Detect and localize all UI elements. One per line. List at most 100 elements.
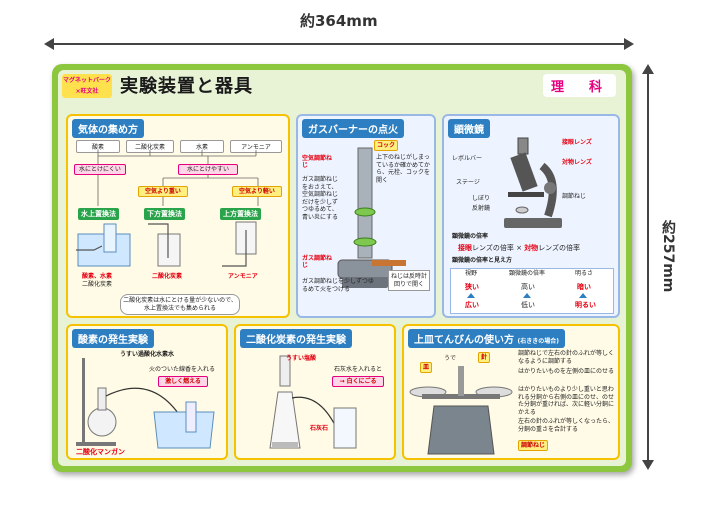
co2-apparatus-illustration — [269, 355, 357, 449]
oxygen-flame-test-b: 激しく燃える — [158, 376, 208, 388]
row2-brightness: 明るい — [575, 301, 596, 309]
result-up-gas: アンモニア — [228, 273, 258, 280]
burner-step3: ガス調節ねじを少しずつゆるめて火をつける — [302, 278, 374, 293]
balance-step3: はかりたいものより少し重いと思われる分銅から右側の皿にのせ、のせた分銅が重ければ… — [518, 386, 615, 416]
gas-panel-title: 気体の集め方 — [72, 119, 144, 138]
brand-badge: マグネットバーク ×旺文社 — [62, 74, 112, 98]
gas-screw-label: ガス調節ねじ — [302, 255, 333, 269]
limestone-label: 石灰石 — [310, 425, 329, 432]
balance-step2: はかりたいものを左側の皿にのせる — [518, 368, 615, 375]
mag-eyepiece: 接眼 — [458, 244, 472, 252]
objective-label: 対物レンズ — [562, 159, 592, 166]
col-magnification: 顕微鏡の倍率 — [509, 270, 546, 277]
width-dimension-line — [50, 43, 628, 45]
balance-panel-title: 上皿てんびんの使い方 (右ききの場合) — [408, 329, 565, 348]
eyepiece-label: 接眼レンズ — [562, 139, 592, 146]
arrow-down-icon — [642, 460, 654, 470]
lighter-label: 空気より軽い — [232, 186, 282, 198]
row1-brightness: 暗い — [577, 283, 591, 291]
microscope-illustration — [504, 137, 562, 228]
balance-step4: 左右の針のふれが等しくなったら、分銅の重さを合計する — [518, 418, 615, 433]
burner-step1: 上下のねじがしまっているか確かめてから、元栓、コックを開く — [376, 154, 431, 184]
poster-title: 実験装置と器具 — [120, 76, 253, 97]
oxygen-experiment-panel: 酸素の発生実験 うすい過酸化水素水 火のついた線香を入れる 激しく燃える 二酸化… — [66, 324, 228, 460]
view-arrows — [467, 293, 587, 298]
poster-inner: マグネットバーク ×旺文社 実験装置と器具 理 科 気体の集め方 酸素 二酸化炭… — [58, 70, 626, 466]
cock-label: コック — [374, 140, 399, 152]
water-displacement-illustration — [76, 223, 131, 267]
height-label: 約257mm — [660, 220, 676, 293]
science-poster: マグネットバーク ×旺文社 実験装置と器具 理 科 気体の集め方 酸素 二酸化炭… — [52, 64, 632, 472]
mag-times: レンズの倍率 × — [472, 244, 522, 252]
mag-objective: 対物 — [524, 244, 539, 252]
method-downward: 下方置換法 — [144, 208, 185, 220]
balance-subtitle-text: (右ききの場合) — [517, 338, 559, 345]
oxygen-reagent-text: うすい過酸化水素水 — [120, 351, 175, 358]
balance-title-text: 上皿てんびんの使い方 — [414, 335, 514, 346]
subject-label: 理 科 — [542, 74, 616, 97]
co2-acid-label: うすい塩酸 — [286, 355, 317, 362]
width-dimension-arrow — [44, 34, 634, 54]
height-dimension-arrow — [638, 64, 658, 470]
adjust-screw-label: 調節ねじ — [518, 440, 549, 452]
co2-panel-title: 二酸化炭素の発生実験 — [240, 329, 352, 348]
mag-lens: レンズの倍率 — [538, 244, 581, 252]
catalyst-label: 二酸化マンガン — [76, 448, 125, 456]
burner-step2: ガス調節ねじをおさえて、空気調節ねじだけを少しずつゆるめて、青い炎にする — [302, 176, 339, 221]
gas-collection-panel: 気体の集め方 酸素 二酸化炭素 水素 アンモニア 水にとけにくい 水にとけやすい… — [66, 114, 290, 318]
downward-displacement-illustration — [148, 223, 181, 267]
magnification-formula: 接眼レンズの倍率 × 対物レンズの倍率 — [458, 244, 580, 252]
row1-field: 狭い — [465, 283, 479, 291]
row2-field: 広い — [465, 301, 479, 309]
diaphragm-label: しぼり — [472, 195, 491, 202]
method-upward: 上方置換法 — [220, 208, 261, 220]
arrow-up-icon — [642, 64, 654, 74]
arrow-left-icon — [44, 38, 54, 50]
limewater-test-a: 石灰水を入れると — [333, 366, 382, 373]
gas-tree-lines — [97, 150, 259, 206]
co2-experiment-panel: 二酸化炭素の発生実験 うすい塩酸 石灰水を入れると → 白くにごる 石灰石 — [234, 324, 396, 460]
mirror-label: 反射鏡 — [472, 205, 491, 212]
balance-illustration — [409, 366, 513, 455]
row2-magnification: 低い — [521, 301, 535, 309]
gas-burner-panel: ガスバーナーの点火 コック 上下のねじがしまっているか確かめてから、元栓、コック… — [296, 114, 436, 318]
burner-panel-title: ガスバーナーの点火 — [302, 119, 404, 138]
oxygen-panel-title: 酸素の発生実験 — [72, 329, 154, 348]
oxygen-flame-test-a: 火のついた線香を入れる — [148, 366, 215, 373]
microscope-panel: 顕微鏡 接眼レンズ 対物レンズ レボルバー ステージ しぼり 反射鏡 調節ねじ … — [442, 114, 620, 318]
height-dimension-line — [647, 72, 649, 462]
width-label: 約364mm — [300, 12, 378, 30]
soluble-label: 水にとけやすい — [178, 164, 238, 176]
arm-label: うで — [444, 355, 457, 362]
result-water-co2: 二酸化炭素 — [82, 281, 113, 288]
insoluble-label: 水にとけにくい — [74, 164, 126, 176]
result-water-gases: 酸素、水素 — [82, 273, 113, 280]
arrow-right-icon — [624, 38, 634, 50]
row1-magnification: 高い — [521, 283, 535, 291]
balance-panel: 上皿てんびんの使い方 (右ききの場合) 皿 うで 針 調節ねじ 調節ねじで左右の… — [402, 324, 620, 460]
magnification-title: 顕微鏡の倍率 — [452, 233, 489, 240]
burner-illustration — [337, 147, 406, 288]
view-table: 視野 顕微鏡の倍率 明るさ 狭い 高い 暗い 広い 低い 明るい — [450, 268, 614, 314]
col-brightness: 明るさ — [575, 270, 594, 277]
co2-note: 二酸化炭素は水にとける量が少ないので、水上置換法でも集められる — [120, 294, 240, 315]
limewater-test-b: → 白くにごる — [332, 376, 384, 388]
method-water: 水上置換法 — [78, 208, 119, 220]
screw-direction-note: ねじは反時計回りで開く — [388, 270, 430, 291]
heavier-label: 空気より重い — [138, 186, 188, 198]
upward-displacement-illustration — [222, 221, 257, 267]
brand-line1: マグネットバーク — [62, 77, 111, 84]
col-field: 視野 — [465, 270, 478, 277]
plate-label: 皿 — [420, 362, 433, 374]
brand-line2: ×旺文社 — [75, 88, 99, 95]
balance-step1: 調節ねじで左右の針のふれが等しくなるように調節する — [518, 350, 615, 365]
revolver-label: レボルバー — [452, 155, 483, 162]
air-screw-label: 空気調節ねじ — [302, 155, 333, 169]
microscope-panel-title: 顕微鏡 — [448, 119, 490, 138]
view-table-title: 顕微鏡の倍率と見え方 — [452, 257, 513, 264]
oxygen-reagent-label: うすい過酸化水素水 — [120, 351, 175, 359]
oxygen-apparatus-illustration — [76, 358, 215, 449]
stage-label: ステージ — [456, 179, 480, 186]
focus-screw-label: 調節ねじ — [562, 193, 587, 200]
result-down-gas: 二酸化炭素 — [152, 273, 183, 280]
